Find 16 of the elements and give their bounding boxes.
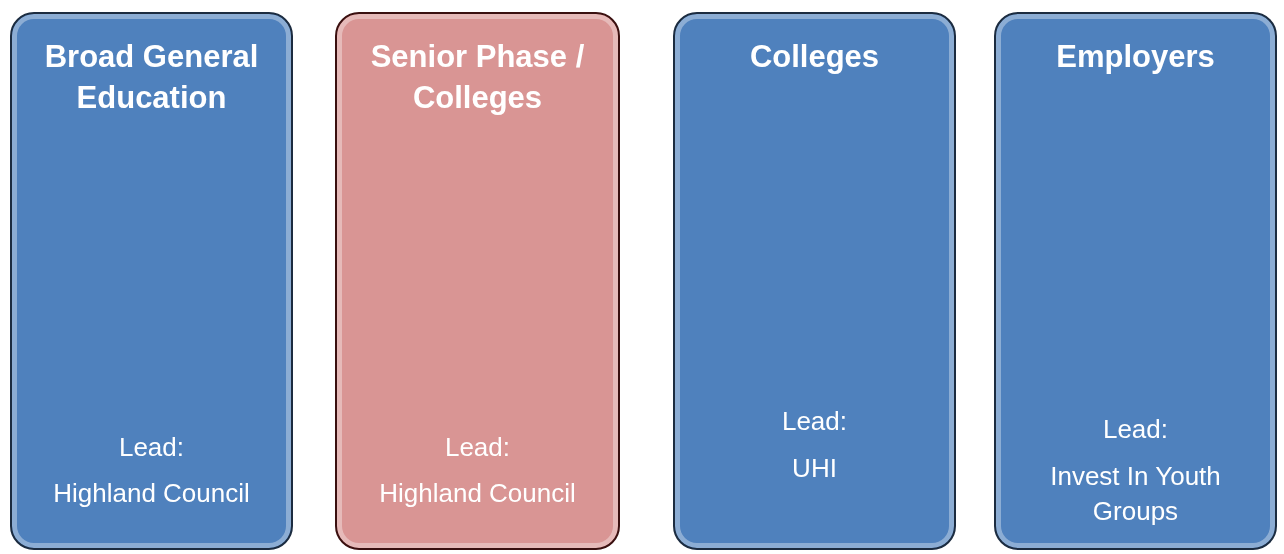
lead-name: Invest In Youth Groups (1049, 460, 1222, 528)
rounded-panel (994, 12, 1277, 550)
panel-heading: Broad General Education (43, 38, 260, 117)
lead-name: UHI (791, 452, 838, 485)
lead-label: Lead: (1101, 413, 1170, 446)
lead-name: Highland Council (52, 477, 251, 510)
panel-heading: Colleges (748, 38, 881, 76)
rounded-panel (673, 12, 956, 550)
lead-label: Lead: (780, 405, 849, 438)
rounded-panel (10, 12, 293, 550)
panel-heading: Employers (1055, 38, 1216, 76)
lead-name: Highland Council (378, 477, 577, 510)
panel-heading: Senior Phase / Colleges (369, 38, 586, 117)
rounded-panel (335, 12, 620, 550)
lead-label: Lead: (443, 431, 512, 464)
lead-label: Lead: (117, 431, 186, 464)
